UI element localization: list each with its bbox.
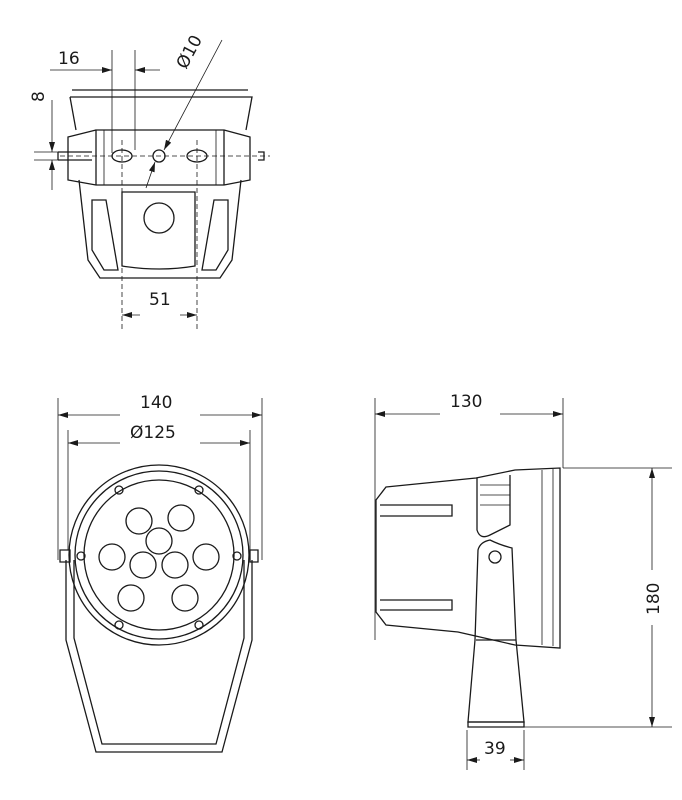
side-view: 130 180 39 bbox=[374, 392, 672, 770]
top-view: 16 8 Ø10 51 bbox=[29, 32, 270, 330]
dim-base-width: 39 bbox=[484, 739, 506, 759]
dim-slot-height: 8 bbox=[29, 91, 49, 102]
dim-diameter: Ø125 bbox=[130, 423, 176, 443]
dim-hole-diameter: Ø10 bbox=[173, 32, 207, 72]
dim-height: 180 bbox=[644, 583, 664, 615]
screws bbox=[76, 485, 242, 630]
dim-width: 140 bbox=[140, 393, 172, 413]
dim-slot-spacing: 16 bbox=[58, 49, 80, 69]
led-array bbox=[98, 504, 220, 612]
front-view: 140 Ø125 bbox=[57, 393, 263, 753]
dim-depth: 130 bbox=[450, 392, 482, 412]
dim-hole-spacing: 51 bbox=[149, 290, 171, 310]
